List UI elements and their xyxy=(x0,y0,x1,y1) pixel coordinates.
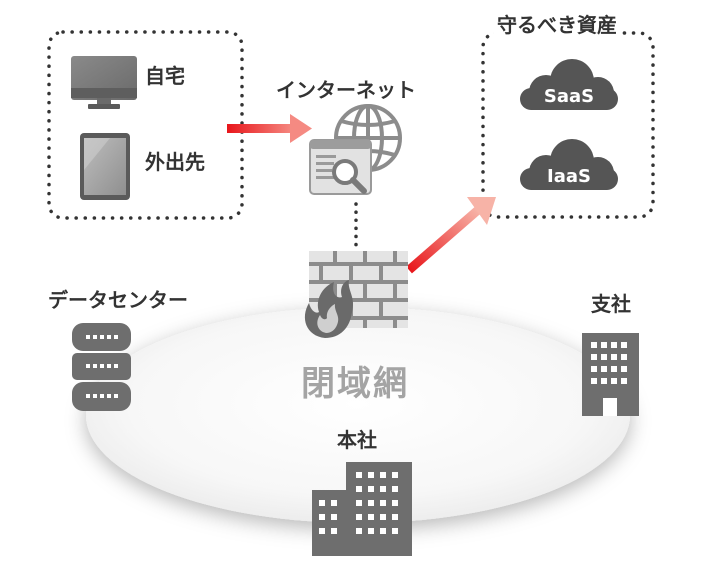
datacenter-label: データセンター xyxy=(48,288,188,312)
closed-network-label: 閉域網 xyxy=(301,364,409,404)
saas-label: SaaS xyxy=(544,86,594,107)
building-icon xyxy=(312,462,412,556)
internet-label: インターネット xyxy=(276,78,416,102)
assets-label: 守るべき資産 xyxy=(494,15,620,35)
server-icon xyxy=(72,323,131,411)
remote-label: 外出先 xyxy=(145,150,205,174)
closed-network-ellipse xyxy=(86,307,630,523)
iaas-label: IaaS xyxy=(547,166,591,187)
home-label: 自宅 xyxy=(145,64,185,88)
assets-group-box xyxy=(481,31,655,219)
cloud-icon xyxy=(520,59,618,110)
magnifier-window-icon xyxy=(309,139,372,195)
arrow-firewall-to-assets xyxy=(406,197,496,274)
client-group-box xyxy=(47,30,244,220)
cloud-icon xyxy=(520,139,618,190)
monitor-icon xyxy=(71,56,137,109)
tablet-icon xyxy=(80,133,130,200)
flame-icon xyxy=(304,280,354,338)
headquarters-label: 本社 xyxy=(337,428,377,452)
branch-label: 支社 xyxy=(591,292,631,316)
arrow-clients-to-internet xyxy=(227,114,312,143)
building-icon xyxy=(582,333,639,416)
